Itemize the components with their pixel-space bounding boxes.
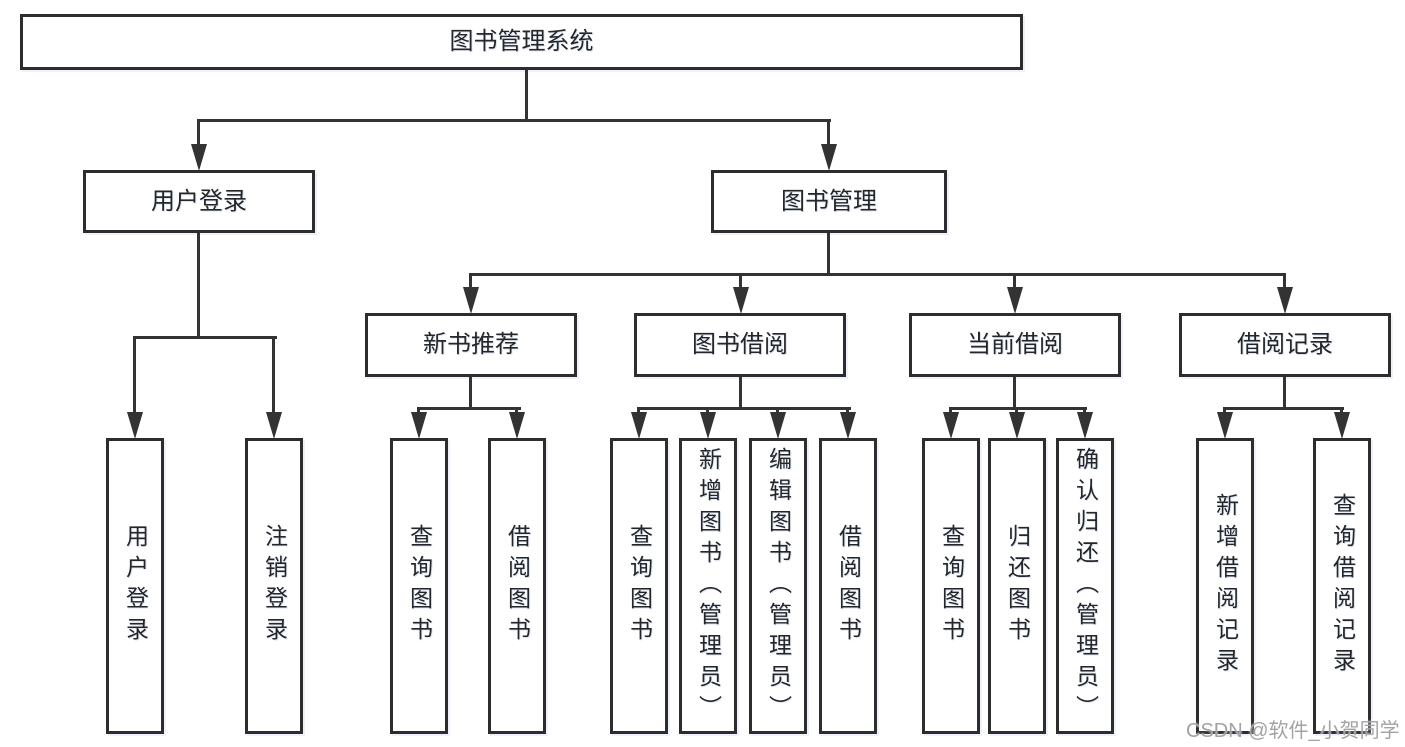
- edge-root-stem: [525, 70, 528, 119]
- arrow-down-icon: [1077, 412, 1093, 439]
- leaf-label: 查询借阅记录: [1329, 493, 1356, 679]
- node-book-management: 图书管理: [711, 170, 947, 233]
- edge-records-rail: [1223, 407, 1344, 410]
- leaf-logout: 注销登录: [245, 438, 303, 734]
- edge-current-rail: [949, 407, 1087, 410]
- node-label: 图书借阅: [692, 331, 788, 358]
- leaf-label: 编辑图书（管理员）: [765, 446, 792, 726]
- arrow-down-icon: [733, 287, 749, 314]
- edge-records-stem: [1283, 377, 1286, 410]
- edge-drop-user-login: [197, 119, 200, 147]
- csdn-watermark: CSDN @软件_小贺同学: [1186, 720, 1400, 742]
- leaf-current-confirm-return-admin: 确认归还（管理员）: [1056, 438, 1114, 734]
- edge-drop-level3: [1283, 273, 1286, 290]
- edge-drop-book-management: [827, 119, 830, 147]
- edge-drop-leaf: [637, 407, 640, 416]
- edge-drop-leaf: [417, 407, 420, 416]
- edge-drop-level3: [739, 273, 742, 290]
- leaf-records-query-borrow-record: 查询借阅记录: [1313, 438, 1371, 734]
- node-user-login: 用户登录: [83, 170, 315, 233]
- leaf-label: 查询图书: [938, 524, 965, 648]
- leaf-label: 借阅图书: [504, 524, 531, 648]
- arrow-down-icon: [1277, 287, 1293, 314]
- node-current-borrowing: 当前借阅: [909, 313, 1121, 377]
- edge-book-management-rail: [469, 273, 1286, 276]
- edge-drop-leaf: [272, 336, 275, 416]
- node-label: 当前借阅: [967, 331, 1063, 358]
- edge-drop-leaf: [133, 336, 136, 416]
- leaf-label: 借阅图书: [835, 524, 862, 648]
- edge-drop-leaf: [846, 407, 849, 416]
- node-label: 图书管理系统: [449, 28, 594, 55]
- arrow-down-icon: [821, 144, 837, 171]
- leaf-label: 归还图书: [1004, 524, 1031, 648]
- arrow-down-icon: [1334, 412, 1350, 439]
- edge-borrowing-stem: [739, 377, 742, 410]
- arrow-down-icon: [463, 287, 479, 314]
- edge-drop-leaf: [1223, 407, 1226, 416]
- edge-drop-leaf: [515, 407, 518, 416]
- arrow-down-icon: [631, 412, 647, 439]
- edge-current-stem: [1013, 377, 1016, 410]
- leaf-label: 注销登录: [261, 524, 288, 648]
- arrow-down-icon: [127, 412, 143, 439]
- edge-user-login-rail: [133, 336, 277, 339]
- leaf-borrowing-add-book-admin: 新增图书（管理员）: [679, 438, 737, 734]
- node-label: 用户登录: [151, 187, 247, 215]
- edge-drop-leaf: [949, 407, 952, 416]
- arrow-down-icon: [840, 412, 856, 439]
- arrow-down-icon: [191, 144, 207, 171]
- arrow-down-icon: [1009, 412, 1025, 439]
- edge-drop-leaf: [776, 407, 779, 416]
- leaf-label: 新增借阅记录: [1212, 493, 1239, 679]
- leaf-records-add-borrow-record: 新增借阅记录: [1196, 438, 1254, 734]
- arrow-down-icon: [1217, 412, 1233, 439]
- node-label: 新书推荐: [423, 331, 519, 358]
- node-book-borrowing: 图书借阅: [634, 313, 846, 377]
- arrow-down-icon: [770, 412, 786, 439]
- leaf-label: 新增图书（管理员）: [695, 446, 722, 726]
- edge-user-login-stem: [197, 233, 200, 339]
- edge-recommend-stem: [469, 377, 472, 410]
- arrow-down-icon: [509, 412, 525, 439]
- leaf-label: 查询图书: [406, 524, 433, 648]
- edge-recommend-rail: [417, 407, 521, 410]
- node-root-library-system: 图书管理系统: [20, 14, 1023, 70]
- arrow-down-icon: [700, 412, 716, 439]
- leaf-user-login: 用户登录: [106, 438, 164, 734]
- leaf-current-query-book: 查询图书: [922, 438, 980, 734]
- leaf-current-return-book: 归还图书: [988, 438, 1046, 734]
- arrow-down-icon: [411, 412, 427, 439]
- node-new-book-recommendation: 新书推荐: [365, 313, 577, 377]
- edge-borrowing-rail: [637, 407, 851, 410]
- leaf-borrowing-query-book: 查询图书: [610, 438, 668, 734]
- leaf-borrowing-borrow-book: 借阅图书: [819, 438, 877, 734]
- edge-drop-leaf: [1083, 407, 1086, 416]
- edge-book-management-stem: [827, 233, 830, 276]
- edge-root-rail: [197, 119, 831, 122]
- edge-drop-leaf: [1340, 407, 1343, 416]
- node-borrowing-records: 借阅记录: [1179, 313, 1391, 377]
- arrow-down-icon: [943, 412, 959, 439]
- node-label: 图书管理: [781, 187, 877, 215]
- node-label: 借阅记录: [1237, 331, 1333, 358]
- leaf-borrowing-edit-book-admin: 编辑图书（管理员）: [749, 438, 807, 734]
- leaf-recommend-borrow-book: 借阅图书: [488, 438, 546, 734]
- edge-drop-leaf: [1015, 407, 1018, 416]
- edge-drop-leaf: [706, 407, 709, 416]
- leaf-recommend-query-book: 查询图书: [390, 438, 448, 734]
- edge-drop-level3: [1013, 273, 1016, 290]
- leaf-label: 查询图书: [626, 524, 653, 648]
- leaf-label: 确认归还（管理员）: [1072, 446, 1099, 726]
- arrow-down-icon: [266, 412, 282, 439]
- leaf-label: 用户登录: [122, 524, 149, 648]
- arrow-down-icon: [1007, 287, 1023, 314]
- edge-drop-level3: [469, 273, 472, 290]
